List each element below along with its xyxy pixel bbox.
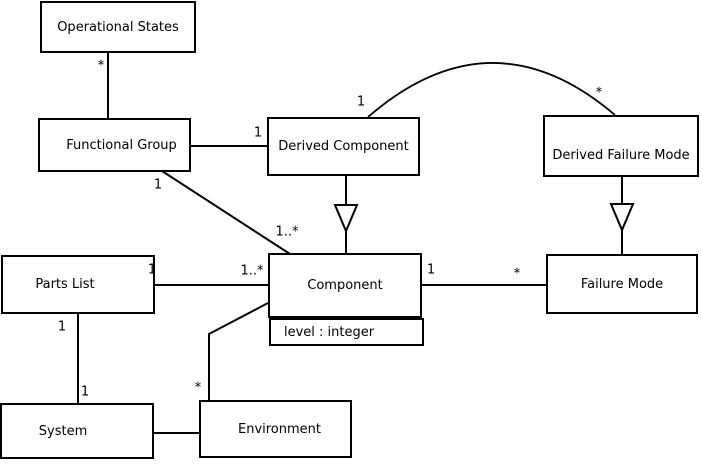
class-failure-mode: Failure Mode — [546, 254, 698, 314]
class-name-failure-mode: Failure Mode — [580, 276, 664, 292]
class-component: Component — [268, 253, 422, 318]
edge-derived-component-derived-failure-mode-arc — [367, 62, 616, 118]
class-name-derived-failure-mode: Derived Failure Mode — [552, 147, 690, 163]
generalization-triangle-failure-mode — [609, 203, 635, 233]
attribute-level-integer: level : integer — [284, 324, 375, 340]
multiplicity-functional-group-one: 1 — [153, 177, 163, 193]
class-name-environment: Environment — [237, 421, 321, 437]
class-parts-list: Parts List — [1, 255, 155, 314]
class-system: System — [0, 403, 154, 459]
multiplicity-operational-states-star: * — [97, 58, 105, 74]
class-derived-failure-mode: Derived Failure Mode — [543, 115, 699, 177]
multiplicity-parts-list-component-many: 1..* — [240, 263, 264, 279]
multiplicity-arc-one: 1 — [356, 94, 366, 110]
edge-component-environment — [208, 302, 269, 401]
class-name-operational-states: Operational States — [57, 19, 179, 35]
multiplicity-parts-list-one: 1 — [147, 262, 157, 278]
multiplicity-arc-star: * — [595, 85, 603, 101]
class-component-attributes: level : integer — [269, 318, 424, 346]
class-name-parts-list: Parts List — [35, 277, 95, 292]
class-operational-states: Operational States — [40, 1, 196, 53]
multiplicity-parts-list-system-top: 1 — [57, 319, 67, 335]
multiplicity-functional-group-component-many: 1..* — [275, 224, 299, 240]
class-functional-group: Functional Group — [38, 118, 191, 172]
multiplicity-failure-mode-star: * — [513, 266, 521, 282]
class-name-derived-component: Derived Component — [278, 139, 409, 154]
multiplicity-parts-list-system-bottom: 1 — [80, 384, 90, 400]
multiplicity-component-one: 1 — [426, 262, 436, 278]
edge-functional-group-component — [161, 170, 291, 255]
generalization-triangle-component — [333, 204, 359, 234]
class-name-component: Component — [307, 278, 383, 293]
class-environment: Environment — [199, 400, 352, 458]
class-derived-component: Derived Component — [267, 117, 420, 176]
class-name-functional-group: Functional Group — [66, 137, 177, 153]
multiplicity-derived-component-one: 1 — [253, 125, 263, 141]
class-name-system: System — [38, 423, 88, 439]
multiplicity-environment-star: * — [194, 380, 202, 396]
